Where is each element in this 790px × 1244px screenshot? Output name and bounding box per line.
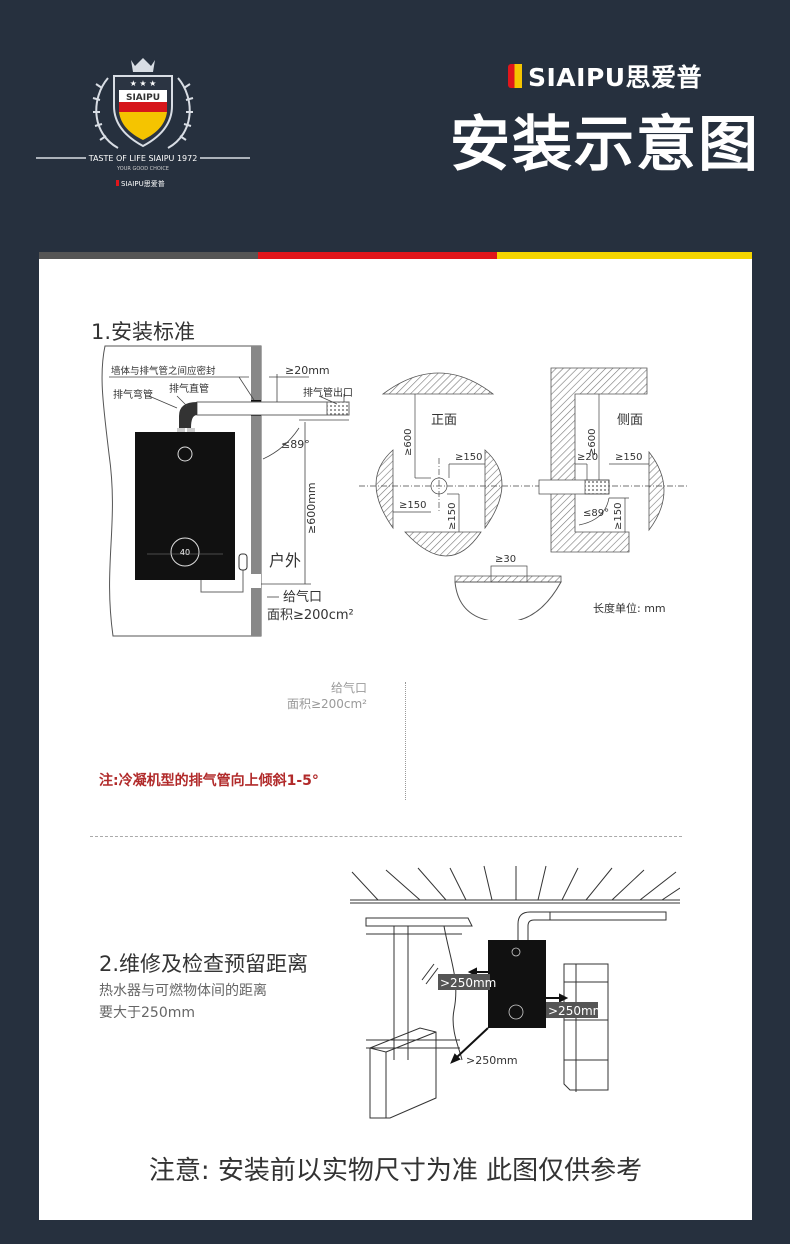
right-distance-label: >250mm bbox=[548, 1004, 604, 1018]
label-side-right150: ≥150 bbox=[615, 452, 642, 463]
heater-display: 40 bbox=[180, 548, 190, 557]
stripe-yellow bbox=[497, 252, 752, 259]
label-area: 面积≥200cm² bbox=[267, 608, 354, 623]
label-unit: 长度单位: mm bbox=[593, 601, 666, 615]
faded-intake: 给气口 bbox=[330, 681, 367, 695]
label-front: 正面 bbox=[431, 413, 457, 428]
left-distance-label: >250mm bbox=[440, 976, 496, 990]
label-side-top600: ≥600 bbox=[587, 429, 598, 456]
label-side-bottom150: ≥150 bbox=[613, 503, 624, 530]
brand-name: SIAIPU思爱普 bbox=[528, 63, 703, 92]
logo-tagline: TASTE OF LIFE SIAIPU 1972 bbox=[88, 154, 198, 163]
label-outlet: 排气管出口 bbox=[303, 386, 353, 399]
label-intake: 给气口 bbox=[283, 589, 322, 605]
brand-logo: SIAIPU思爱普 bbox=[508, 58, 702, 94]
desc-line-2: 要大于250mm bbox=[99, 1005, 195, 1021]
crest-text: SIAIPU bbox=[126, 93, 160, 103]
water-heater-image bbox=[135, 432, 235, 580]
label-side: 侧面 bbox=[617, 413, 643, 428]
label-front-bottom150: ≥150 bbox=[447, 503, 458, 530]
label-front-right150: ≥150 bbox=[455, 452, 482, 463]
brand-mark-icon bbox=[508, 64, 522, 88]
label-gap30: ≥30 bbox=[495, 554, 516, 565]
stripe-red bbox=[258, 252, 497, 259]
section2-description: 热水器与可燃物体间的距离 要大于250mm bbox=[99, 980, 267, 1024]
logo-small-brand: SIAIPU思爱普 bbox=[121, 179, 165, 188]
condensing-note: 注:冷凝机型的排气管向上倾斜1-5° bbox=[99, 773, 319, 789]
section-divider bbox=[90, 836, 682, 837]
water-heater-image-2 bbox=[488, 940, 546, 1028]
section2-title: 2.维修及检查预留距离 bbox=[99, 952, 309, 976]
label-side-gap20: ≥20 bbox=[577, 452, 598, 463]
label-angle: ≤89° bbox=[281, 438, 310, 451]
label-side-angle: ≤89° bbox=[583, 508, 609, 519]
label-seal: 墙体与排气管之间应密封 bbox=[111, 365, 216, 377]
page-title: 安装示意图 bbox=[450, 110, 760, 180]
dotted-divider bbox=[405, 682, 406, 800]
section1-title: 1.安装标准 bbox=[91, 320, 196, 344]
label-outdoor: 户外 bbox=[269, 551, 301, 570]
content-panel: 1.安装标准 40 墙体与排气管之间应密封 ≥20mm bbox=[39, 252, 752, 1220]
svg-text:★ ★ ★: ★ ★ ★ bbox=[130, 79, 157, 88]
faded-intake-label: 给气口 面积≥200cm² bbox=[259, 680, 367, 712]
side-install-diagram: 40 墙体与排气管之间应密封 ≥20mm 排气弯管 排气直管 排气管出口 ≤89… bbox=[101, 345, 354, 637]
logo-subtagline: YOUR GOOD CHOICE bbox=[116, 166, 169, 172]
stripe-gray bbox=[39, 252, 258, 259]
label-height: ≥600mm bbox=[305, 482, 318, 534]
siaipu-crest-logo: SIAIPU ★ ★ ★ TASTE OF LIFE SIAIPU 1972 Y… bbox=[36, 48, 250, 198]
desc-line-1: 热水器与可燃物体间的距离 bbox=[99, 983, 267, 999]
clearance-diagram: 正面 侧面 ≥600 ≥150 ≥150 ≥150 ≥600 ≥20 ≥150 … bbox=[359, 367, 689, 620]
faded-area: 面积≥200cm² bbox=[286, 697, 367, 711]
room-clearance-diagram: >250mm >250mm >250mm bbox=[350, 865, 680, 1119]
label-gap20: ≥20mm bbox=[285, 364, 330, 377]
label-elbow: 排气弯管 bbox=[113, 388, 153, 401]
label-front-left150: ≥150 bbox=[399, 500, 426, 511]
footer-note: 注意: 安装前以实物尺寸为准 此图仅供参考 bbox=[148, 1156, 643, 1186]
label-front-top600: ≥600 bbox=[403, 429, 414, 456]
front-distance-label: >250mm bbox=[466, 1054, 518, 1067]
label-straight: 排气直管 bbox=[169, 382, 209, 395]
